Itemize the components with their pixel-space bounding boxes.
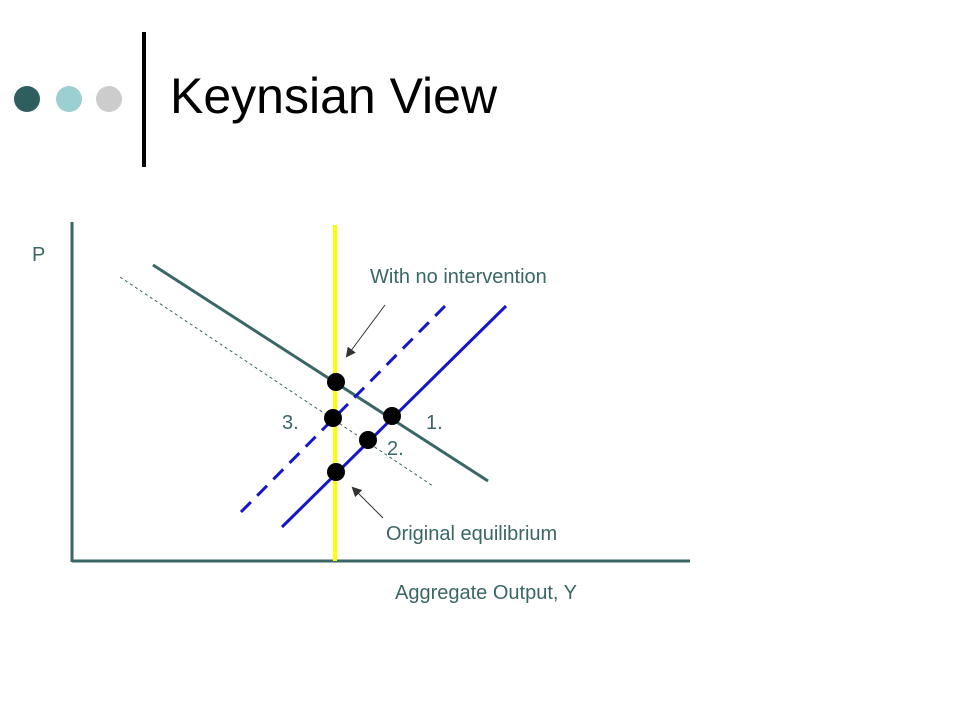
slide-title: Keynsian View: [170, 68, 498, 124]
shifted-supply-curve: [239, 304, 447, 514]
decorative-dots: [14, 86, 134, 112]
point-label-3: 3.: [282, 412, 299, 434]
annotation-arrow-original: [351, 486, 384, 519]
equilibrium-point-2: [359, 431, 377, 449]
point-label-2: 2.: [387, 438, 404, 460]
title-divider: [142, 32, 146, 167]
x-axis-label: Aggregate Output, Y: [395, 582, 577, 604]
y-axis-label: P: [32, 244, 45, 266]
annotation-arrow-no-intervention: [345, 304, 386, 358]
light-teal-dot-icon: [56, 86, 82, 112]
no-intervention-label: With no intervention: [370, 266, 547, 288]
aggregate-demand-shifted-curve: [119, 276, 434, 487]
equilibrium-point-1: [383, 407, 401, 425]
gray-dot-icon: [96, 86, 122, 112]
original-equilibrium-label: Original equilibrium: [386, 523, 557, 545]
point-label-1: 1.: [426, 412, 443, 434]
equilibrium-point-original: [327, 463, 345, 481]
equilibrium-point-no-intervention: [327, 373, 345, 391]
dark-teal-dot-icon: [14, 86, 40, 112]
equilibrium-point-3: [324, 409, 342, 427]
aggregate-demand-curve: [152, 263, 489, 483]
